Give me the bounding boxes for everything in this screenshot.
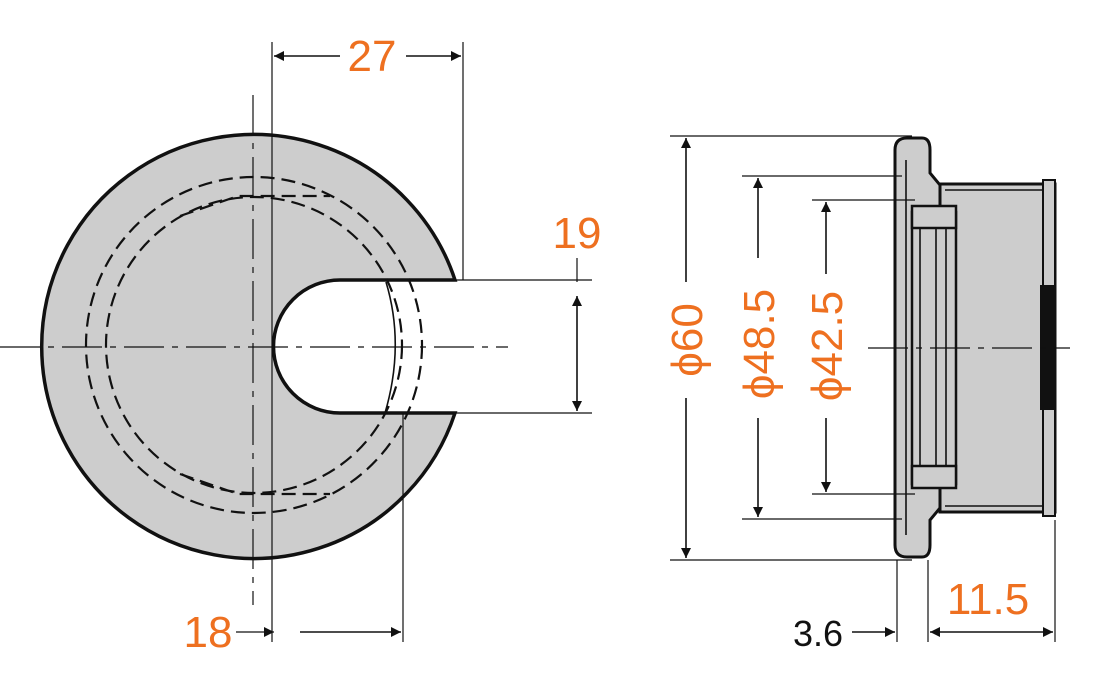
dim-phi60-label: ϕ60	[663, 303, 712, 377]
dim-27-label: 27	[348, 32, 397, 81]
front-view: 27 19 18	[0, 32, 601, 657]
dim-phi42-label: ϕ42.5	[803, 291, 852, 401]
hidden-outer-ring	[84, 175, 424, 515]
slot-seam-line	[384, 281, 397, 414]
hidden-inner-ring	[104, 195, 404, 495]
side-view: ϕ60 ϕ48.5 ϕ42.5 3.6 11.5	[663, 135, 1070, 654]
dim-19-label: 19	[553, 209, 602, 258]
dim-11-5-label: 11.5	[947, 575, 1029, 624]
sleeve-end-slot	[1040, 285, 1054, 410]
lid-insert-bottom-tab	[910, 464, 958, 490]
dim-18-label: 18	[184, 608, 233, 657]
lid-insert-top-tab	[910, 204, 958, 230]
dim-3-6-label: 3.6	[793, 613, 843, 654]
dim-phi48-label: ϕ48.5	[735, 289, 784, 399]
